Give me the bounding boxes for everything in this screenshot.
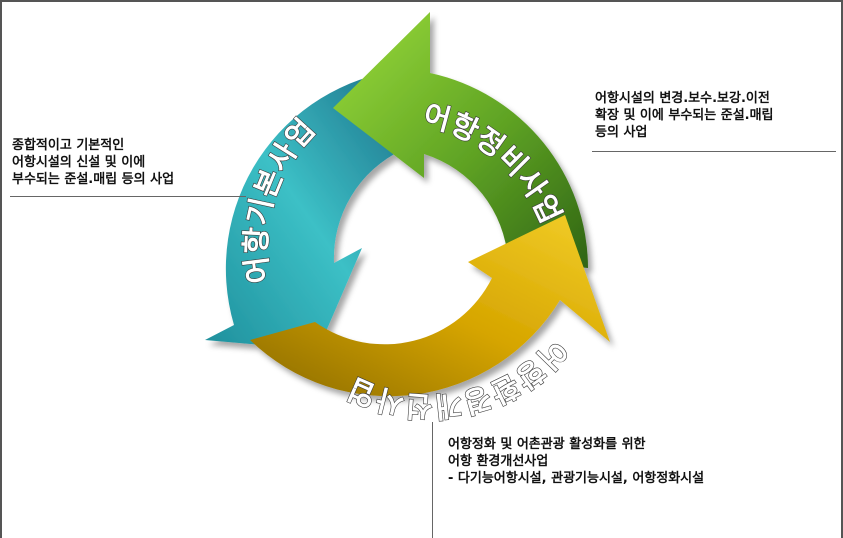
note-basic-line-2: 어항시설의 신설 및 이에 (12, 155, 146, 170)
note-environment-line-1: 어항정화 및 어촌관광 활성화를 위한 (448, 437, 646, 452)
note-basic-line-3: 부수되는 준설.매립 등의 사업 (12, 172, 175, 187)
note-environment-line-2: 어항 환경개선사업 (448, 454, 549, 469)
cycle-arrow-basic (205, 70, 402, 350)
frame-left-border (0, 0, 2, 538)
frame-top-border (0, 0, 843, 2)
note-basic-line-1: 종합적이고 기본적인 (12, 138, 125, 153)
note-basic: 종합적이고 기본적인 어항시설의 신설 및 이에 부수되는 준설.매립 등의 사… (12, 137, 174, 188)
cycle-arrow-environment (250, 215, 610, 397)
note-maintenance: 어항시설의 변경.보수.보강.이전 확장 및 이에 부수되는 준설.매립 등의 … (595, 90, 774, 141)
frame-right-border (841, 0, 843, 538)
note-environment: 어항정화 및 어촌관광 활성화를 위한 어항 환경개선사업 - 다기능어항시설,… (448, 436, 704, 487)
cycle-arrow-maintenance (333, 12, 588, 268)
note-maintenance-underline (592, 151, 836, 152)
note-maintenance-line-2: 확장 및 이에 부수되는 준설.매립 (595, 108, 774, 123)
note-maintenance-line-3: 등의 사업 (595, 125, 648, 140)
note-environment-line-3: - 다기능어항시설, 관광기능시설, 어항정화시설 (448, 471, 705, 486)
note-maintenance-line-1: 어항시설의 변경.보수.보강.이전 (595, 91, 770, 106)
note-basic-underline (10, 196, 246, 197)
note-environment-leader (432, 422, 433, 538)
